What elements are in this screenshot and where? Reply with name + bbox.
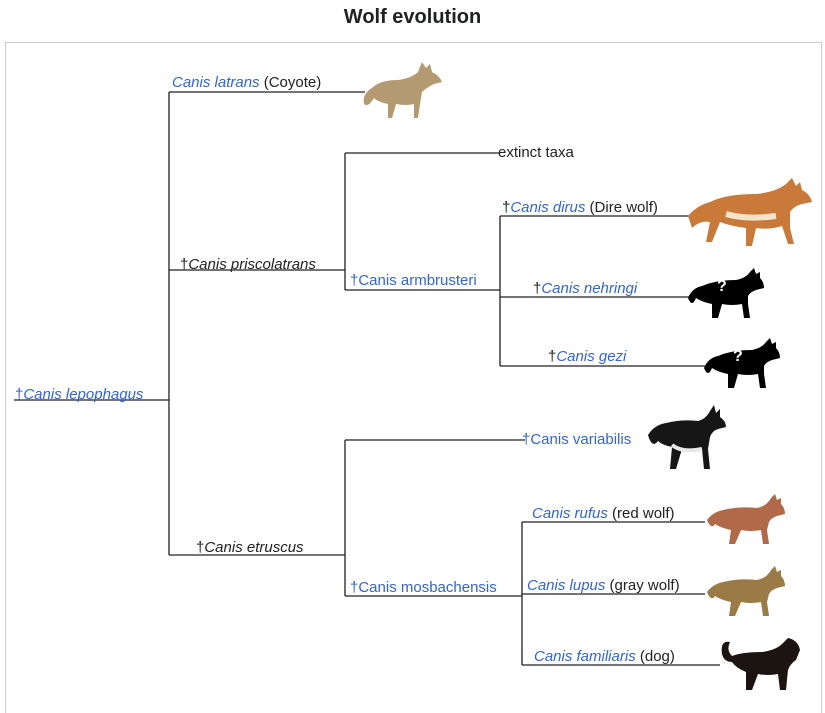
taxon-canis-nehringi[interactable]: †Canis nehringi — [533, 280, 637, 298]
taxon-name: Canis mosbachensis — [358, 579, 497, 596]
common-name: (Dire wolf) — [585, 199, 658, 216]
dagger-mark: † — [15, 386, 24, 403]
taxon-link[interactable]: Canis lupus — [527, 577, 606, 594]
dagger-mark: † — [196, 539, 205, 556]
common-name: (dog) — [635, 648, 675, 665]
taxon-link[interactable]: Canis latrans — [172, 74, 260, 91]
taxon-canis-latrans[interactable]: Canis latrans (Coyote) — [172, 74, 321, 92]
dagger-mark: † — [533, 280, 542, 297]
taxon-canis-armbrusteri[interactable]: †Canis armbrusteri — [350, 272, 477, 290]
common-name: (Coyote) — [259, 74, 322, 91]
taxon-link[interactable]: Canis gezi — [556, 348, 627, 365]
common-name: (red wolf) — [607, 505, 675, 522]
taxon-canis-mosbachensis[interactable]: †Canis mosbachensis — [350, 579, 497, 597]
taxon-canis-variabilis[interactable]: †Canis variabilis — [522, 431, 631, 449]
taxon-canis-rufus[interactable]: Canis rufus (red wolf) — [532, 505, 675, 523]
taxon-link[interactable]: Canis nehringi — [541, 280, 638, 297]
canis-nehringi-silhouette — [688, 268, 764, 318]
dog-illustration — [721, 638, 800, 690]
taxon-canis-lepophagus[interactable]: †Canis lepophagus — [15, 386, 143, 404]
canis-gezi-silhouette — [704, 338, 780, 388]
extinct-taxa-label: extinct taxa — [498, 144, 574, 161]
taxon-name: Canis variabilis — [530, 431, 632, 448]
taxon-canis-gezi[interactable]: †Canis gezi — [548, 348, 626, 366]
taxon-name: Canis etruscus — [204, 539, 304, 556]
taxon-canis-familiaris[interactable]: Canis familiaris (dog) — [534, 648, 675, 666]
common-name: (gray wolf) — [605, 577, 680, 594]
taxon-link[interactable]: Canis rufus — [532, 505, 608, 522]
taxon-name: Canis priscolatrans — [188, 256, 316, 273]
dagger-mark: † — [350, 579, 359, 596]
dagger-mark: † — [502, 199, 511, 216]
dire-wolf-illustration — [688, 178, 812, 246]
gray-wolf-illustration — [707, 566, 785, 616]
taxon-canis-priscolatrans: †Canis priscolatrans — [180, 256, 316, 274]
taxon-link[interactable]: Canis familiaris — [534, 648, 636, 665]
taxon-canis-dirus[interactable]: †Canis dirus (Dire wolf) — [502, 199, 658, 217]
cladogram-box — [5, 42, 822, 713]
taxon-link[interactable]: Canis dirus — [510, 199, 586, 216]
taxon-name: Canis armbrusteri — [358, 272, 477, 289]
dagger-mark: † — [522, 431, 531, 448]
taxon-canis-lupus[interactable]: Canis lupus (gray wolf) — [527, 577, 680, 595]
coyote-illustration — [363, 62, 442, 118]
canis-variabilis-illustration — [648, 405, 726, 469]
unknown-appearance-mark: ? — [717, 278, 727, 295]
dagger-mark: † — [548, 348, 557, 365]
taxon-canis-etruscus: †Canis etruscus — [196, 539, 304, 557]
dagger-mark: † — [180, 256, 189, 273]
figure-title: Wolf evolution — [343, 6, 482, 28]
red-wolf-illustration — [707, 494, 785, 544]
dagger-mark: † — [350, 272, 359, 289]
taxon-name: Canis lepophagus — [23, 386, 144, 403]
unknown-appearance-mark: ? — [733, 348, 743, 365]
